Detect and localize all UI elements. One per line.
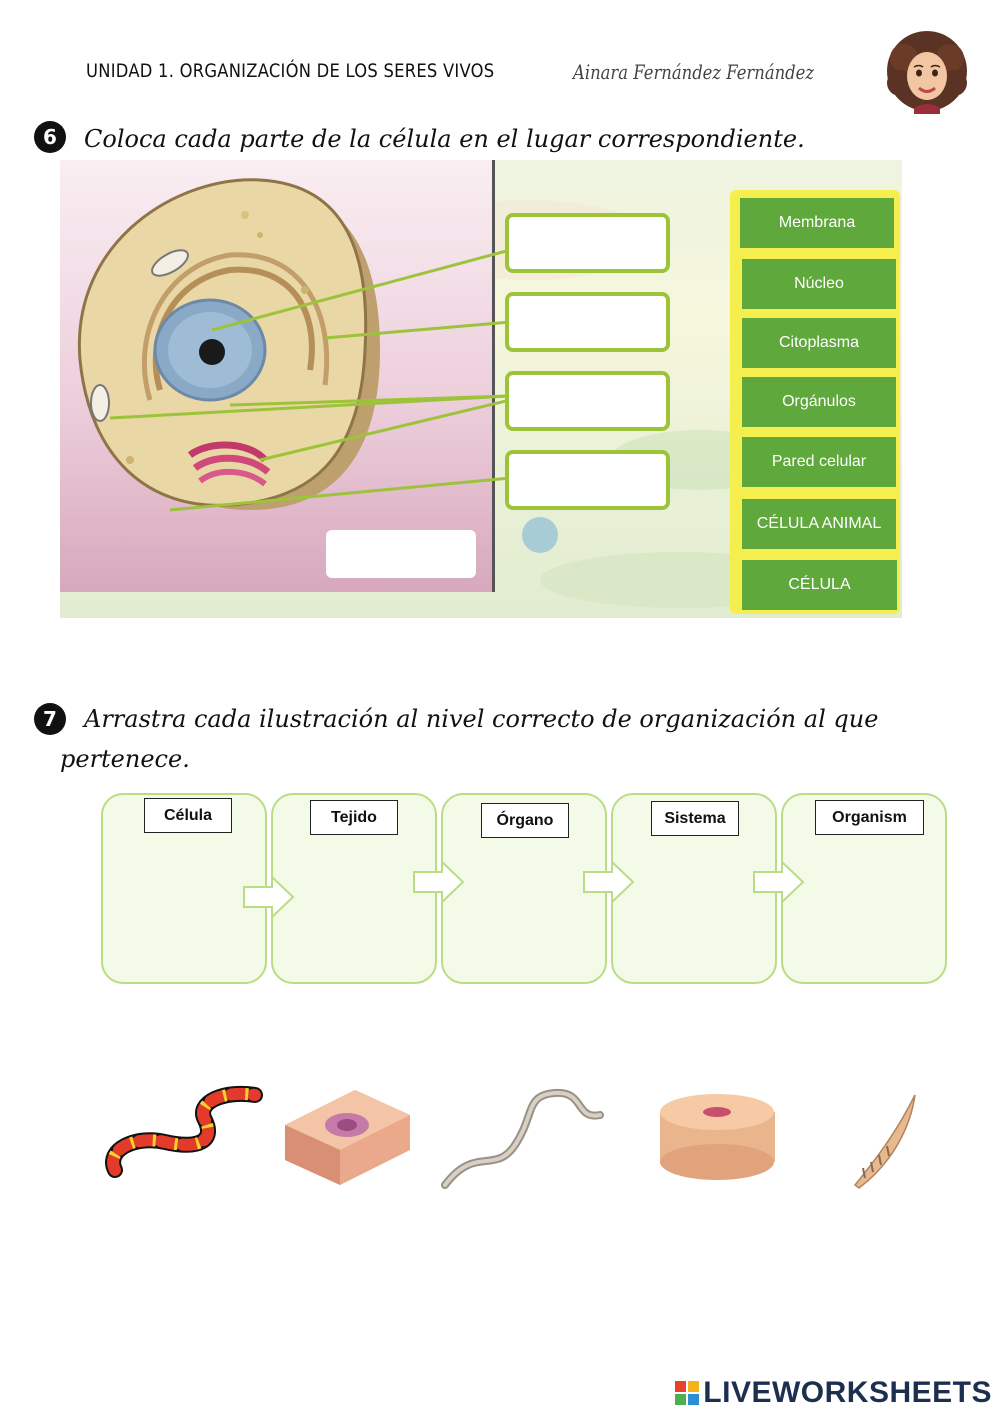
author-name: Ainara Fernández Fernández [573,60,815,84]
option-citoplasma[interactable]: Citoplasma [742,318,896,368]
question-7-instruction-line1: Arrastra cada ilustración al nivel corre… [84,705,879,733]
brand-text: LIVEWORKSHEETS [703,1376,992,1409]
cell-part-dropzone-3[interactable] [505,371,670,431]
level-label-celula: Célula [144,798,232,833]
option-nucleo[interactable]: Núcleo [742,259,896,309]
arrow-icon [753,859,805,905]
level-label-organo: Órgano [481,803,569,838]
level-label-organismo: Organism [815,800,924,835]
arrow-icon [243,874,295,920]
animal-cell-diagram [77,178,511,512]
cell-type-dropzone[interactable] [326,530,476,578]
option-celula[interactable]: CÉLULA [742,560,897,610]
organ-fragment-image[interactable] [845,1090,925,1190]
question-6-instruction: Coloca cada parte de la célula en el lug… [84,125,805,153]
cell-part-dropzone-2[interactable] [505,292,670,352]
question-number-6: 6 [34,121,66,153]
unit-title: UNIDAD 1. ORGANIZACIÓN DE LOS SERES VIVO… [86,60,495,82]
tissue-cylinder-image[interactable] [655,1090,780,1185]
coral-snake-image[interactable] [105,1080,265,1190]
cell-part-dropzone-1[interactable] [505,213,670,273]
level-label-sistema: Sistema [651,801,739,836]
nervous-system-image[interactable] [435,1085,615,1195]
cell-part-dropzone-4[interactable] [505,450,670,510]
arrow-icon [583,859,635,905]
level-label-tejido: Tejido [310,800,398,835]
liveworksheets-logo[interactable]: LIVEWORKSHEETS [675,1376,992,1410]
arrow-icon [413,859,465,905]
level-arrows [243,859,805,920]
question-number-7: 7 [34,703,66,735]
question-7-instruction-line2: pertenece. [60,745,190,773]
option-organulos[interactable]: Orgánulos [742,377,896,427]
liveworksheets-icon [675,1381,700,1405]
option-pared-celular[interactable]: Pared celular [742,437,896,487]
option-celula-animal[interactable]: CÉLULA ANIMAL [742,499,896,549]
author-avatar [887,31,967,114]
cell-tissue-block-image[interactable] [280,1080,415,1190]
option-membrana[interactable]: Membrana [740,198,894,248]
